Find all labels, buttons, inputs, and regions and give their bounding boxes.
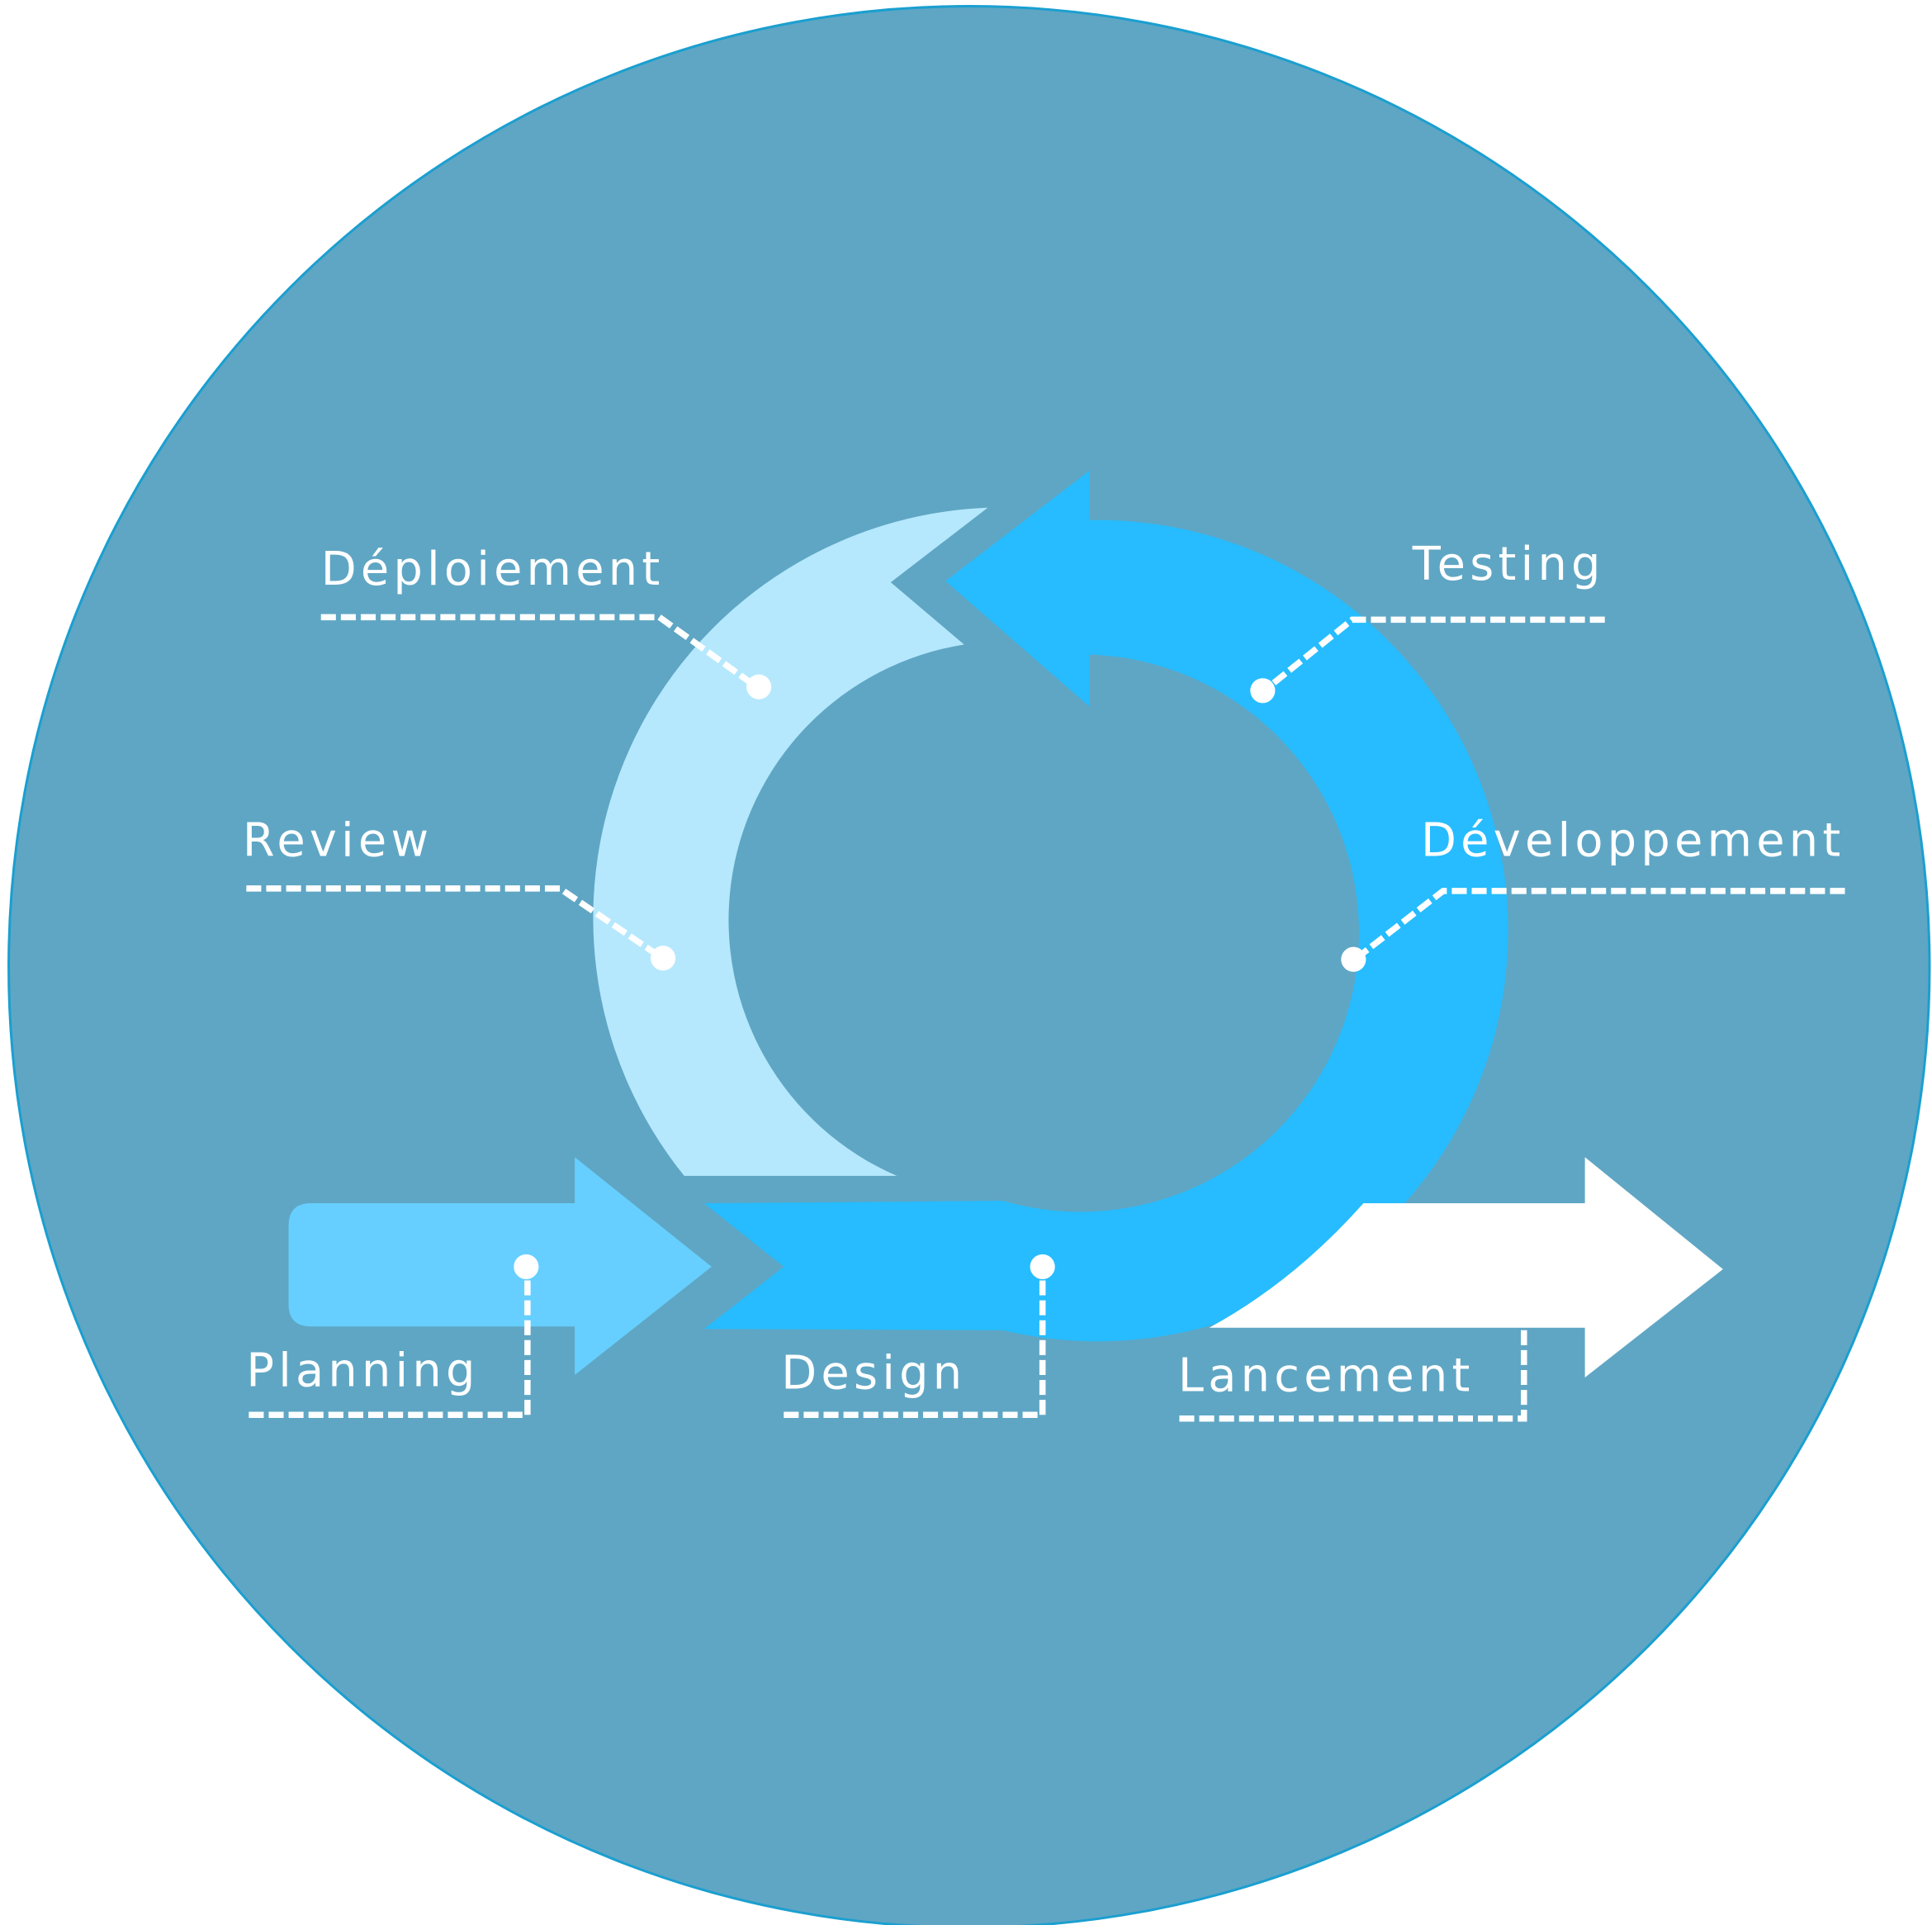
marker-deploiement (746, 674, 772, 699)
label-testing: Testing (1412, 538, 1605, 591)
planning-arrow (288, 1157, 712, 1375)
leader-testing (1267, 616, 1605, 690)
marker-testing (1250, 678, 1276, 704)
lancement-arrow (1209, 1157, 1723, 1378)
leader-developpement (1357, 888, 1845, 959)
leader-review (246, 885, 659, 957)
label-developpement: Développement (1421, 814, 1845, 868)
label-lancement: Lancement (1178, 1349, 1475, 1403)
marker-planning (514, 1254, 539, 1279)
leader-planning (249, 1275, 531, 1418)
label-planning: Planning (246, 1344, 479, 1398)
marker-developpement (1341, 946, 1366, 972)
leader-lancement (1179, 1329, 1527, 1422)
leader-deploiement (320, 614, 754, 686)
marker-review (651, 946, 676, 971)
marker-design (1030, 1254, 1055, 1279)
label-deploiement: Déploiement (321, 543, 665, 596)
background-circle (7, 5, 1931, 1925)
leader-design (784, 1275, 1046, 1418)
deploiement-review-arc (593, 507, 988, 1176)
main-cycle-arrow (703, 470, 1508, 1342)
label-design: Design (781, 1347, 966, 1401)
label-review: Review (243, 814, 433, 868)
